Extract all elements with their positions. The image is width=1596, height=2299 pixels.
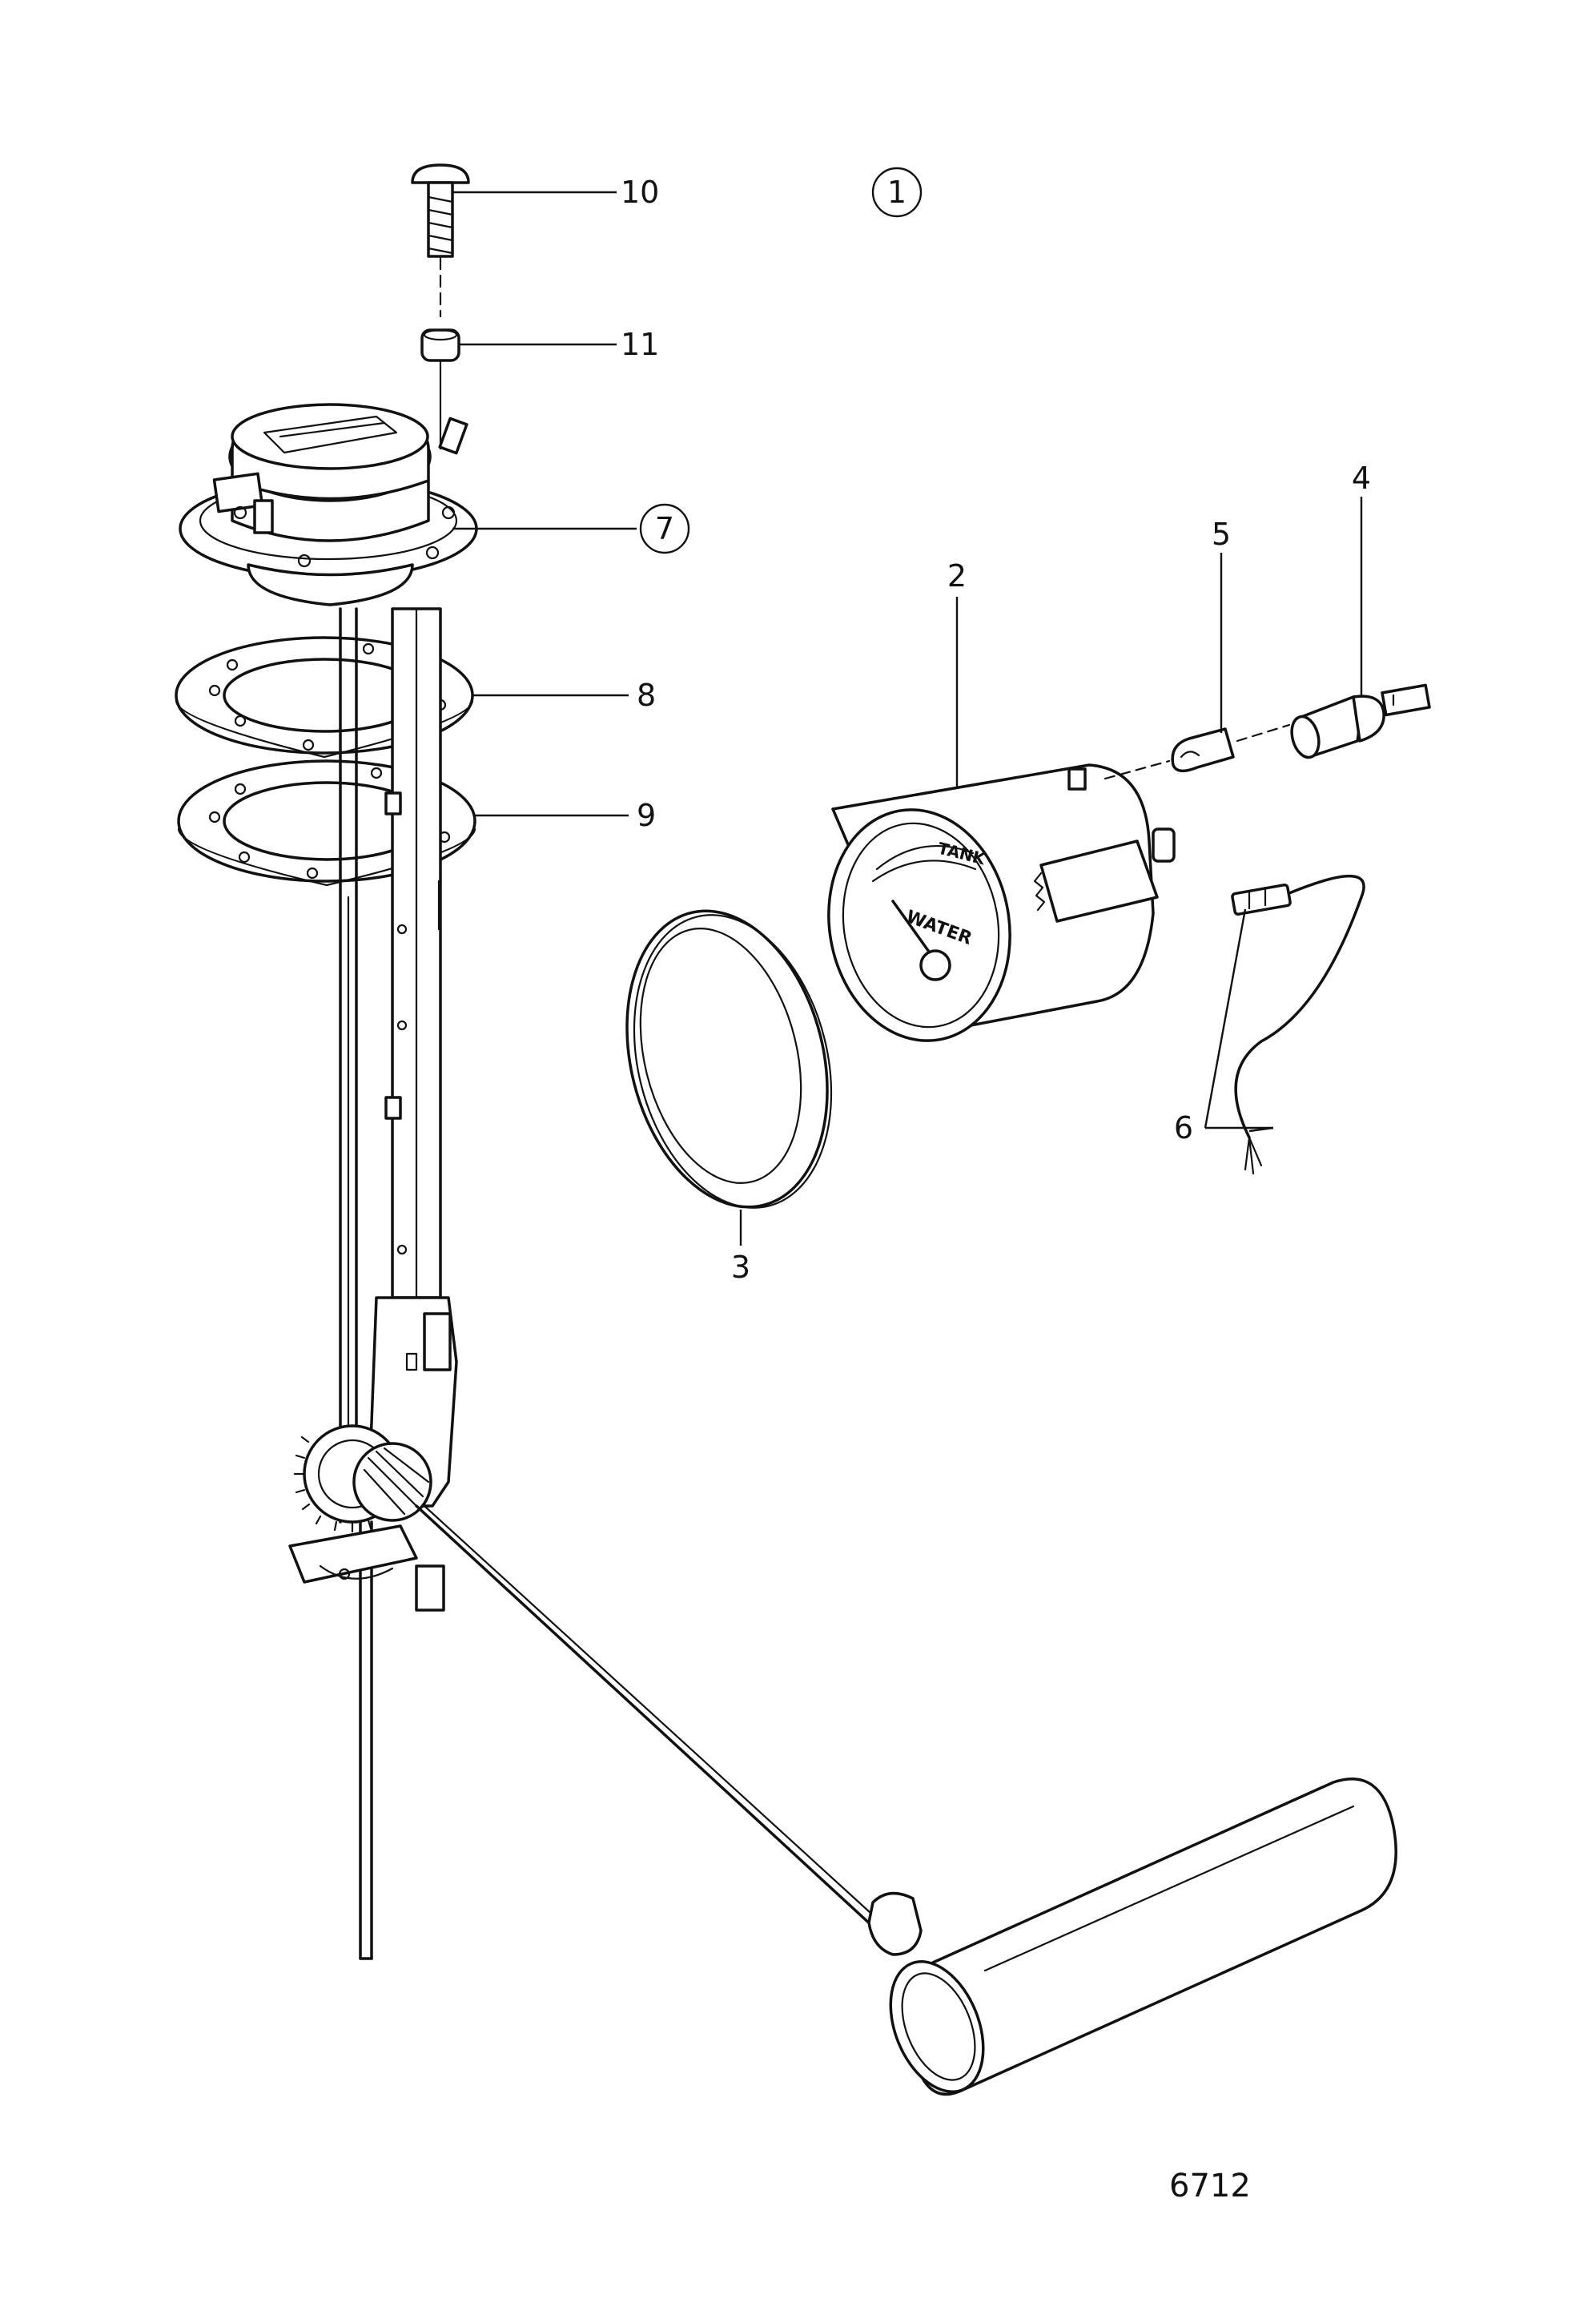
leader-lines [452,191,1363,1246]
callout-9: 9 [637,798,656,833]
float-cylinder [867,1778,1397,2096]
callout-4: 4 [1352,461,1371,496]
cable-harness [1231,874,1365,1175]
drawing-number: 6712 [1169,2168,1251,2204]
sender-tube-assembly [339,607,458,1960]
callout-6: 6 [1174,1110,1193,1145]
callout-2: 2 [947,558,967,594]
nut-part [420,328,460,450]
callout-7: 7 [655,511,674,546]
float-gear-mechanism [288,1424,445,1612]
bezel-ring [625,909,833,1209]
bulb-holder-part [1290,683,1431,759]
tank-sender-head [179,403,478,606]
figure-marker-label: 1 [887,175,907,210]
water-tank-gauge: TANK WATER [827,763,1176,1042]
float-arm [415,1504,881,1928]
figure-marker: 1 [871,167,923,218]
callout-labels: 10 11 7 8 9 2 3 4 5 6 [621,175,1371,1285]
callout-3: 3 [731,1250,750,1285]
callout-7-circle [639,503,690,554]
callout-5: 5 [1212,517,1231,552]
callout-8: 8 [637,678,656,713]
callout-10: 10 [621,175,659,210]
bulb-part [1104,723,1291,780]
callout-11: 11 [621,327,659,362]
screw-part [411,163,470,318]
